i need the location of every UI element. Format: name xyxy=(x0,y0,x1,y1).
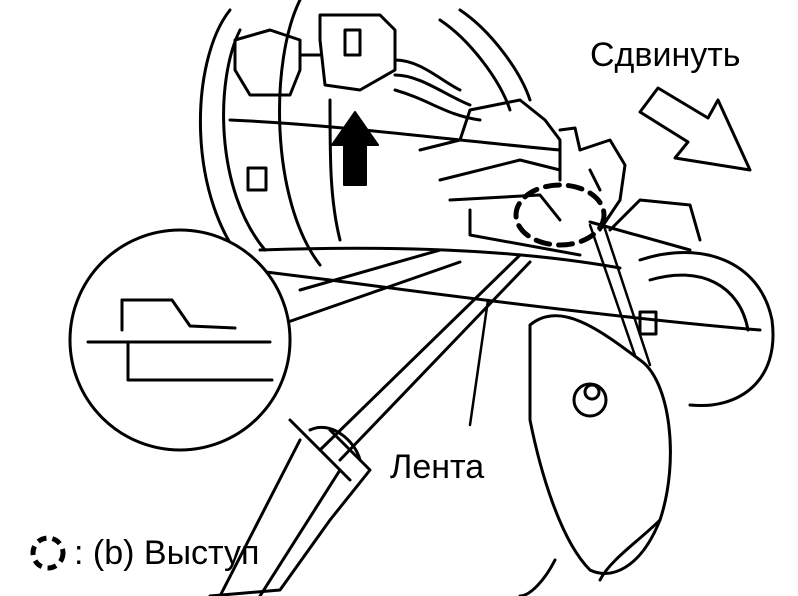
legend-text: : (b) Выступ xyxy=(74,533,260,572)
tape-label: Лента xyxy=(390,448,485,486)
dashed-circle-icon xyxy=(30,535,66,571)
up-arrow-icon xyxy=(331,111,379,186)
projection-legend: : (b) Выступ xyxy=(28,528,259,578)
diagonal-arrow-icon xyxy=(638,86,752,172)
column-end-cylinder xyxy=(588,198,775,408)
slide-direction-label: Сдвинуть xyxy=(590,36,741,74)
screwdriver xyxy=(208,253,532,596)
hand xyxy=(518,314,672,596)
tape-leader-line xyxy=(468,298,490,427)
switch-connector xyxy=(233,13,627,257)
hand-leader-lines xyxy=(588,218,652,372)
projection-highlight xyxy=(513,182,607,248)
detail-magnifier xyxy=(68,228,462,452)
